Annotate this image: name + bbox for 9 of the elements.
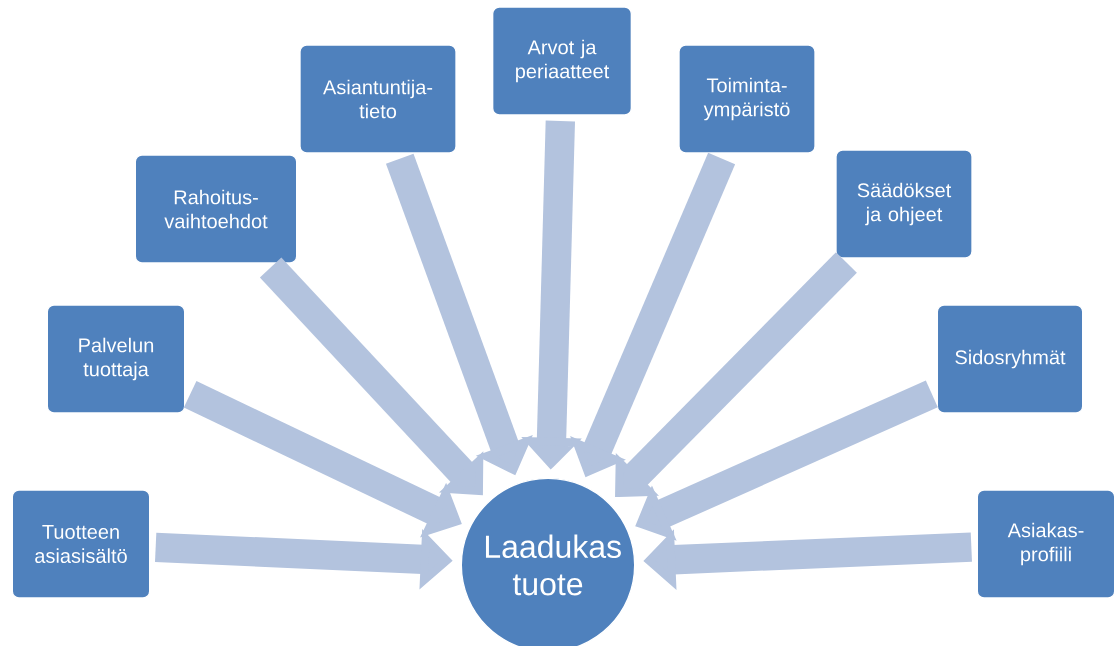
factor-box: Palvelun tuottaja [46, 304, 186, 414]
factor-box: Säädökset ja ohjeet [835, 149, 973, 259]
factor-box: Sidosryhmät [936, 304, 1084, 414]
factor-box: Rahoitus-vaihtoehdot [134, 154, 298, 264]
factor-box: Toiminta-ympäristö [678, 44, 816, 154]
factor-box: Asiantuntija-tieto [299, 44, 457, 154]
factor-box: Arvot ja periaatteet [492, 6, 632, 116]
factor-box: Tuotteen asiasisältö [11, 489, 151, 599]
factor-box: Asiakas-profiili [976, 489, 1116, 599]
